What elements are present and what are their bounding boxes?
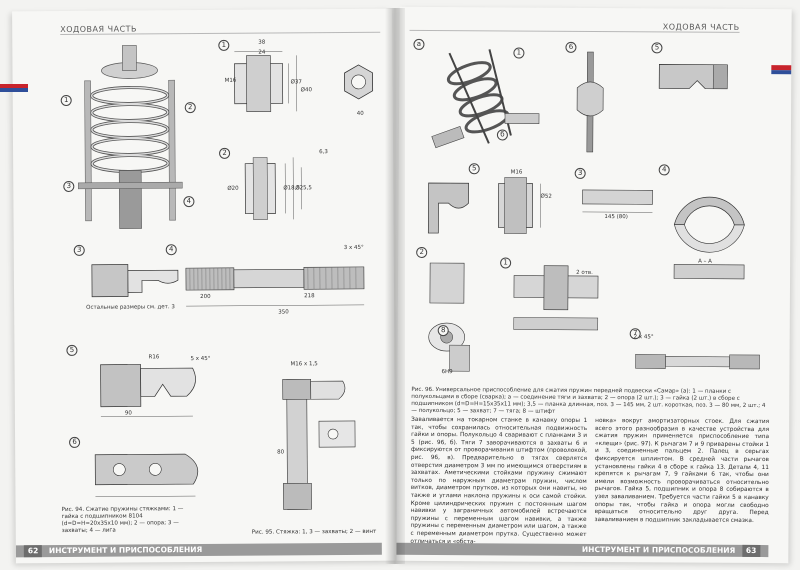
left-section-tab-red xyxy=(0,84,28,88)
left-page-header: ХОДОВАЯ ЧАСТЬ xyxy=(60,22,381,35)
support-plate-drawing xyxy=(428,262,465,352)
rpart3-number: 3 xyxy=(574,167,586,179)
right-page-footer: ИНСТРУМЕНТ И ПРИСПОСОБЛЕНИЯ 63 xyxy=(396,542,769,558)
support-drawing xyxy=(244,157,302,220)
half-ring-section-drawing xyxy=(673,196,745,280)
part5-number: 5 xyxy=(66,344,78,356)
dim-200: 200 xyxy=(200,293,211,301)
rdim-6h9: 6Н9 xyxy=(441,369,453,376)
rod-drawing xyxy=(635,354,760,370)
rdim-a-a: A – A xyxy=(698,258,712,265)
long-plate-drawing xyxy=(582,189,653,213)
hook-drawing xyxy=(427,182,469,234)
body-text-right-column: новка» вокруг амортизаторных стоек. Для … xyxy=(594,418,770,524)
spring-compressor-illustration xyxy=(78,45,183,229)
right-page-header: ХОДОВАЯ ЧАСТЬ xyxy=(409,20,740,33)
dim-3x45: 3 x 45° xyxy=(343,244,364,252)
part6-number: 6 xyxy=(69,436,81,448)
clamp-drawing xyxy=(658,64,728,90)
caption-fig95: Рис. 95. Стяжка: 1, 3 — захваты; 2 — вин… xyxy=(251,528,377,536)
hook-plate-drawing xyxy=(91,264,179,298)
roughness-6-3: 6,3 xyxy=(319,149,328,156)
pin-drawing xyxy=(449,344,470,372)
right-page: ХОДОВАЯ ЧАСТЬ а 1 б 6 5 xyxy=(396,6,792,564)
plate-assembly-drawing xyxy=(513,265,599,331)
half-ring-drawing xyxy=(576,51,604,153)
dim-20: Ø20 xyxy=(227,185,239,192)
dim-24: 24 xyxy=(258,49,266,56)
dim-25-5: Ø25,5 xyxy=(295,185,312,192)
plate-lower-drawing xyxy=(94,453,199,497)
dim-80: 80 xyxy=(277,449,285,456)
fig96-callout-1: 1 xyxy=(513,47,525,59)
dim-5x45: 5 x 45° xyxy=(190,355,211,363)
note-other-dims: Остальные размеры см. дет. 3 xyxy=(86,304,175,311)
rdim-m16: M16 xyxy=(510,169,523,176)
rdim-2-otv: 2 отв. xyxy=(576,269,593,276)
left-page-number: 62 xyxy=(23,545,43,558)
caption-fig94: Рис. 94. Сжатие пружины стяжками: 1 — га… xyxy=(61,506,184,534)
dim-37: Ø37 xyxy=(290,79,302,86)
dim-38: 38 xyxy=(258,39,266,46)
dim-90: 90 xyxy=(124,410,132,417)
caption-fig96: Рис. 96. Универсальное приспособление дл… xyxy=(411,386,766,415)
part4-number: 4 xyxy=(165,244,177,256)
dim-m16x1-5: M16 x 1,5 xyxy=(290,361,318,368)
right-page-number: 63 xyxy=(741,544,761,558)
rdim-145: 145 (80) xyxy=(604,214,628,221)
part3-number: 3 xyxy=(73,244,85,256)
dim-m16: M16 xyxy=(224,77,237,84)
dim-350: 350 xyxy=(278,309,289,316)
left-page: ХОДОВАЯ ЧАСТЬ 1 xyxy=(12,8,396,564)
fig96-callout-b: б xyxy=(496,129,508,141)
fig94-callout-2: 2 xyxy=(184,102,196,114)
left-page-footer: 62 ИНСТРУМЕНТ И ПРИСПОСОБЛЕНИЯ xyxy=(15,542,382,558)
fig94-callout-3: 3 xyxy=(63,180,75,192)
nut-drawing xyxy=(234,51,374,112)
rpart7-number: 5 xyxy=(651,42,663,54)
stretcher-drawing xyxy=(282,378,356,510)
book-gutter-shadow xyxy=(385,8,405,564)
rdim-2x45: 2 x 45° xyxy=(633,334,654,341)
body-text-left-column: Заваливается на токарном станке в канавк… xyxy=(410,416,588,545)
universal-compressor-illustration xyxy=(431,49,540,149)
fig94-callout-1: 1 xyxy=(60,94,72,106)
grip-drawing xyxy=(100,364,196,417)
dim-27: 40 xyxy=(356,110,364,117)
fig94-callout-4: 4 xyxy=(183,196,195,208)
screw-drawing xyxy=(185,266,365,307)
left-footer-title: ИНСТРУМЕНТ И ПРИСПОСОБЛЕНИЯ xyxy=(48,545,203,556)
dim-218: 218 xyxy=(304,293,315,300)
dim-40: Ø40 xyxy=(300,87,312,94)
threaded-block-drawing xyxy=(497,177,541,234)
rdim-52: Ø52 xyxy=(540,193,552,200)
right-footer-title: ИНСТРУМЕНТ И ПРИСПОСОБЛЕНИЯ xyxy=(581,544,736,555)
left-section-tab-blue xyxy=(0,88,28,92)
section-tab-blue xyxy=(771,70,792,75)
dim-r16: R16 xyxy=(148,354,160,361)
